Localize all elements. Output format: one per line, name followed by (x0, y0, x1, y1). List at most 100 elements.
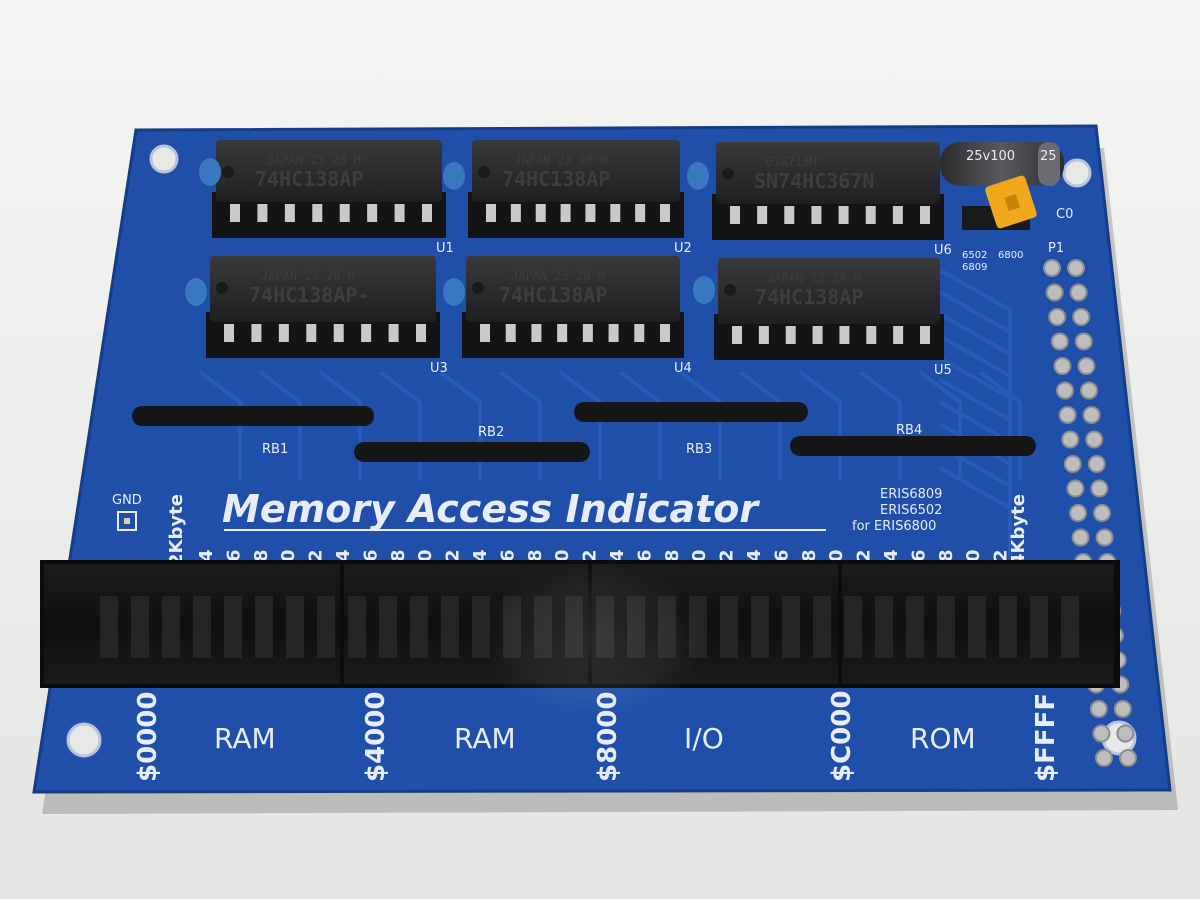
addr-0000: $0000 (133, 692, 163, 782)
header-pin (1087, 455, 1106, 473)
chip-ref: U1 (436, 241, 454, 256)
header-pin (1072, 308, 1091, 326)
p1-label: P1 (1048, 241, 1064, 256)
chip-part: 74HC138AP (755, 285, 863, 309)
ceramic-capacitors (185, 158, 715, 306)
tick-digit: 8 (251, 549, 272, 562)
variant-6800: for ERIS6800 (852, 519, 936, 534)
chip-pin (660, 324, 670, 342)
chip-part: 74HC138AP (502, 167, 610, 191)
chip-pin (608, 324, 619, 342)
chip-brand: JAPAN 23 28 H (267, 153, 361, 167)
chip-part: 74HC138AP (499, 283, 607, 307)
chip-pin (785, 326, 796, 344)
chip-body (466, 256, 680, 322)
resistor-arrays: RB1 RB2 RB3 RB4 (132, 402, 1036, 462)
size-right-label: 4Kbyte (1008, 494, 1029, 566)
rb2-label: RB2 (478, 425, 504, 440)
ceramic-cap (693, 276, 715, 304)
chip-brand: JAPAN 23 28 H (511, 269, 605, 283)
chip-pin (284, 204, 295, 222)
chip-pin (388, 324, 399, 342)
tick-digit: 6 (497, 549, 518, 562)
cpu-select-jumper[interactable] (962, 175, 1038, 230)
trace (258, 370, 302, 480)
region-rom: ROM (910, 722, 976, 755)
gnd-test-pad[interactable] (117, 511, 137, 531)
ceramic-cap (185, 278, 207, 306)
chip-pin (333, 324, 344, 342)
c0-label: C0 (1056, 207, 1073, 222)
chip-pin (838, 206, 849, 224)
chip-pin (635, 204, 646, 222)
ceramic-cap (199, 158, 221, 186)
header-pin (1058, 406, 1077, 424)
tick-digit: 0 (278, 549, 299, 562)
led-segment (162, 596, 180, 658)
capacitor-rating: 25v100 (966, 149, 1015, 164)
header-pin (1080, 381, 1098, 400)
led-segment (875, 596, 893, 658)
tick-digit: 2 (443, 549, 464, 562)
header-pin (1048, 308, 1067, 326)
addr-ffff: $FFFF (1031, 693, 1061, 782)
header-pin (1116, 724, 1135, 743)
chip-brand: JAPAN 23 28 H (261, 269, 355, 283)
capacitor-mark: 25 (1040, 149, 1057, 164)
header-pin (1056, 381, 1074, 400)
led-segment (255, 596, 273, 658)
header-pin (1061, 430, 1080, 449)
chip-pin (480, 324, 490, 342)
led-segment (782, 596, 800, 658)
led-segment (1030, 596, 1048, 658)
tick-digit: 2 (991, 549, 1012, 562)
tick-digit: 4 (607, 549, 628, 562)
header-pin (1071, 528, 1090, 547)
rb3-label: RB3 (686, 442, 712, 457)
chip-pin (865, 206, 876, 224)
chip-pin (339, 204, 350, 222)
chip-pin (758, 326, 769, 344)
chip-brand: JAPAN 23 28 H (767, 271, 861, 285)
region-ram-2: RAM (454, 722, 516, 755)
chip-pin (394, 204, 405, 222)
tick-digit: 2 (306, 549, 327, 562)
tick-digit: 6 (634, 549, 655, 562)
header-pin (1045, 283, 1064, 302)
chip-body (216, 140, 442, 202)
chip-pin (224, 324, 234, 342)
chip-ref: U5 (934, 363, 952, 378)
chip-pin (510, 204, 521, 222)
tick-digit: 0 (963, 549, 984, 562)
tick-digit: 6 (223, 549, 244, 562)
chip-pin (893, 326, 904, 344)
chip-pin (535, 204, 546, 222)
header-pin (1119, 749, 1137, 767)
chip-pin (757, 206, 768, 224)
led-segment (224, 596, 242, 658)
address-labels: $0000 $4000 $8000 $C000 $FFFF (133, 691, 1061, 782)
region-io: I/O (684, 722, 724, 755)
cpu-label-6502: 6502 (962, 250, 987, 261)
chip-pin (732, 326, 742, 344)
header-pin (1095, 749, 1113, 767)
chip-pin (367, 204, 378, 222)
ceramic-cap (443, 278, 465, 306)
header-pin (1063, 455, 1082, 473)
chip-body (210, 256, 436, 322)
chip-pin (920, 206, 930, 224)
tick-digit: 0 (415, 549, 436, 562)
tick-digit: 2 (580, 549, 601, 562)
chip-pin (416, 324, 426, 342)
header-pin (1077, 357, 1096, 375)
chip-body (472, 140, 680, 202)
board-title: Memory Access Indicator (222, 487, 760, 531)
chip-part: 74HC138AP (255, 167, 363, 191)
gnd-label: GND (112, 493, 142, 508)
chip-pin (257, 204, 268, 222)
chip-pin (610, 204, 621, 222)
tick-digit: 4 (470, 549, 491, 562)
addr-4000: $4000 (361, 692, 391, 782)
